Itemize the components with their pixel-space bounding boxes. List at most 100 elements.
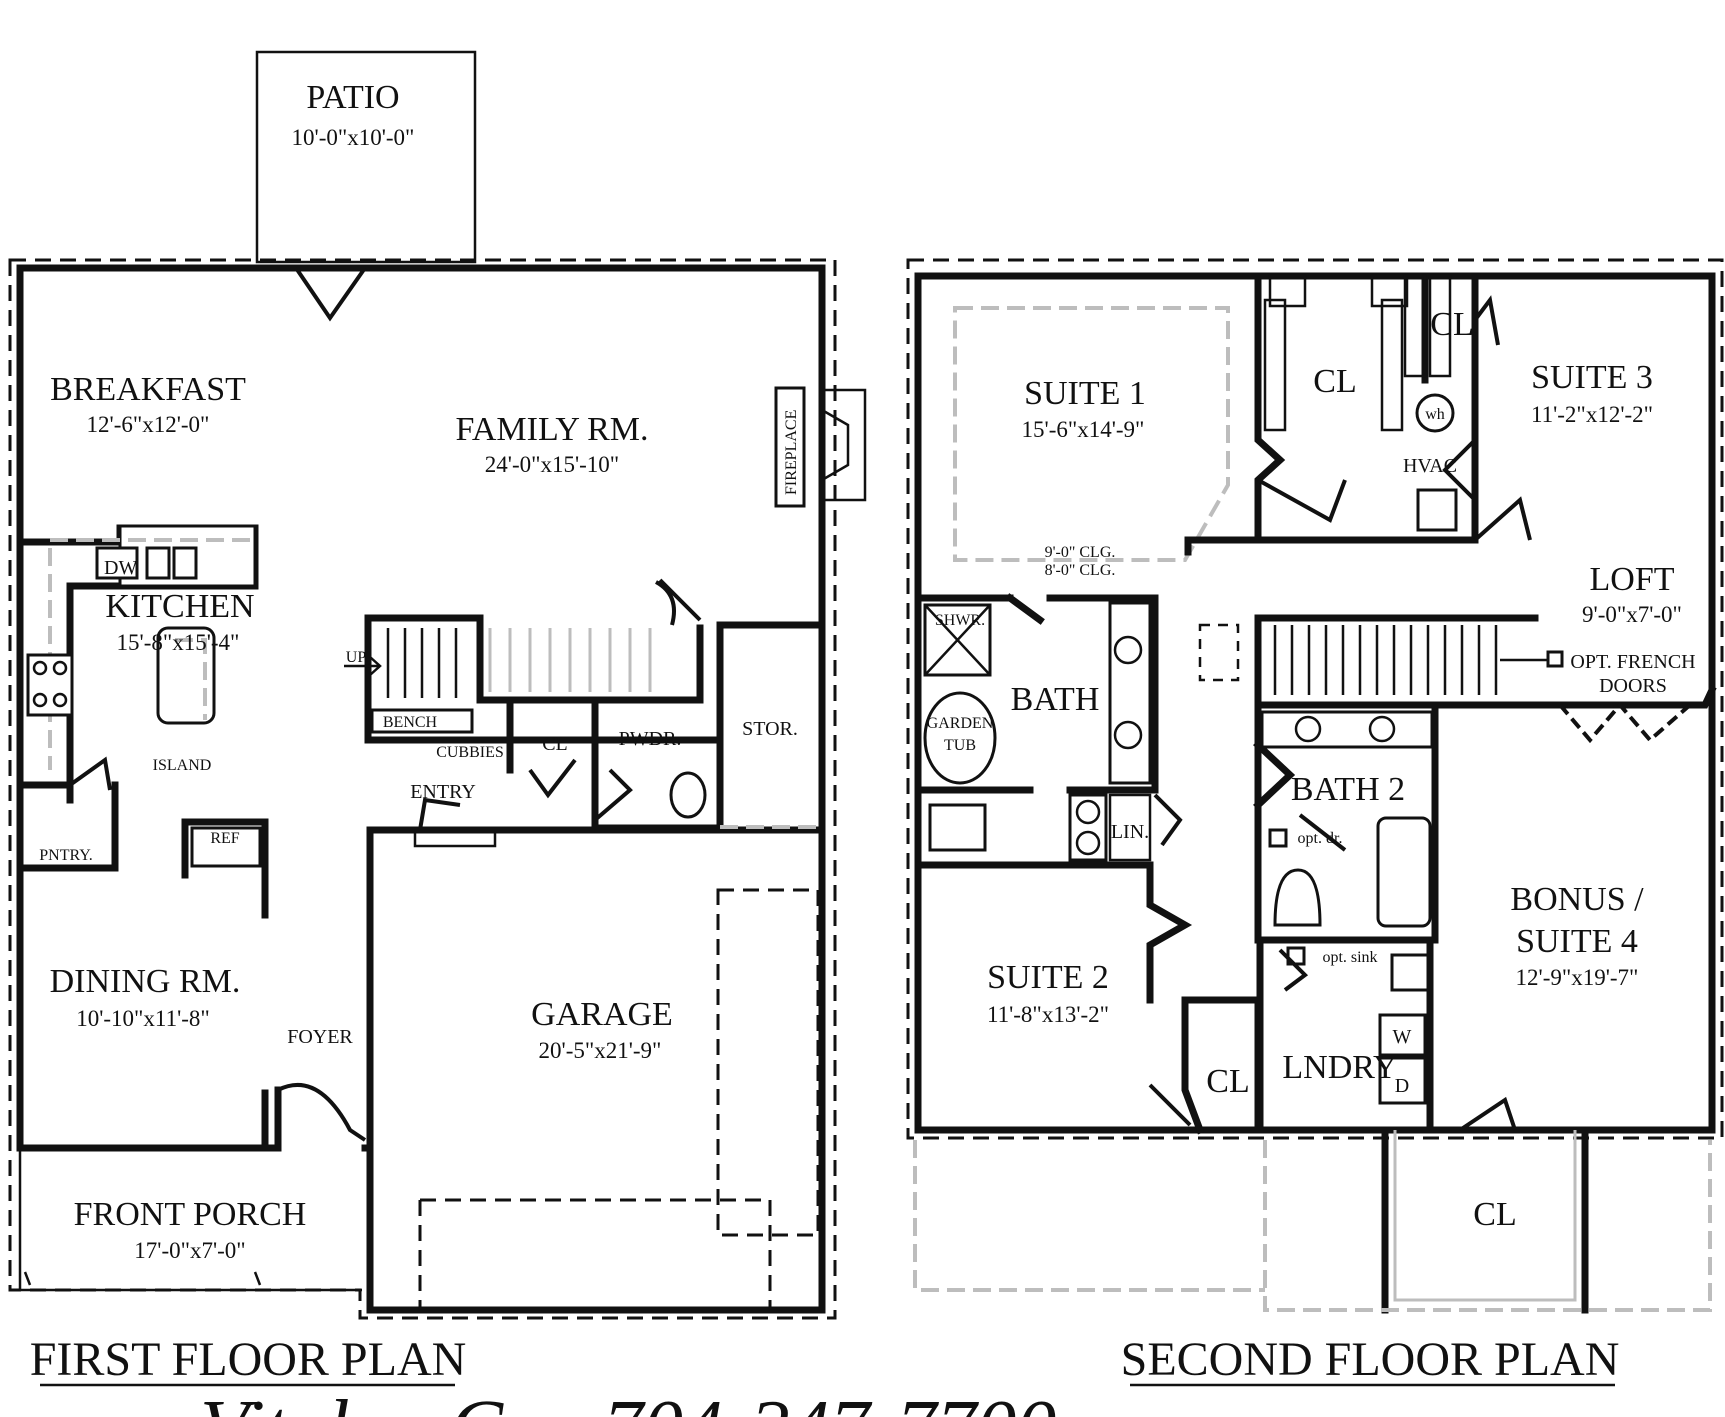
- breakfast-label: BREAKFAST: [50, 371, 246, 408]
- garden-tub-label-2: TUB: [944, 737, 976, 754]
- garage-entry-door: [418, 797, 461, 831]
- pwdr-toilet: [669, 771, 707, 819]
- suite3-cl-label: CL: [1430, 306, 1473, 343]
- pwdr-label: PWDR.: [619, 728, 682, 750]
- master-bath-walls: [914, 593, 1159, 794]
- french-doors: [1558, 701, 1692, 744]
- bath2-tub: [1376, 816, 1432, 928]
- bonus-label-1: BONUS /: [1510, 881, 1644, 918]
- dishwasher: [95, 546, 139, 580]
- cl-door: [528, 758, 577, 799]
- sink-bowl-left: [145, 546, 171, 580]
- bench: [370, 708, 474, 734]
- ceiling-note-2: 8'-0" CLG.: [1045, 562, 1116, 579]
- suite2-label: SUITE 2: [987, 959, 1109, 996]
- opt-sink: [1390, 953, 1430, 992]
- stair-treads: [386, 628, 458, 698]
- bath2-vanity: [1260, 710, 1434, 749]
- second-floor-porch-roof-outline: [913, 1140, 1712, 1312]
- stair-walls: [364, 614, 704, 744]
- loft-stair-treads: [1273, 625, 1498, 695]
- cubbies-label: CUBBIES: [436, 744, 504, 761]
- front-door: [277, 1083, 367, 1142]
- master-cl-label: CL: [1313, 363, 1356, 400]
- hvac-unit: [1416, 488, 1458, 532]
- opt-sink-label: opt. sink: [1322, 949, 1377, 966]
- patio-outline: [255, 50, 477, 264]
- garage-dim: 20'-5"x21'-9": [539, 1038, 662, 1063]
- suite1-ceiling-outline: [953, 306, 1230, 562]
- bath2-label: BATH 2: [1291, 771, 1405, 808]
- wh-label: wh: [1425, 406, 1445, 423]
- suite3-dim: 11'-2"x12'-2": [1531, 402, 1653, 427]
- garage-label: GARAGE: [531, 996, 673, 1033]
- vanity: [1108, 601, 1152, 785]
- suite2-dim: 11'-8"x13'-2": [987, 1002, 1109, 1027]
- suite2-walls: [914, 861, 1262, 1135]
- loft-dim: 9'-0"x7'-0": [1582, 602, 1682, 627]
- suite3-label: SUITE 3: [1531, 359, 1653, 396]
- island-label: ISLAND: [153, 757, 212, 774]
- ref-label: REF: [210, 830, 239, 847]
- footer-contact: ... Vital ... C ... 704-247-7700: [120, 1385, 1056, 1417]
- water-heater: [1415, 393, 1455, 433]
- stor-label: STOR.: [742, 718, 798, 740]
- patio-door: [294, 266, 367, 322]
- fireplace-hearth: [774, 386, 806, 508]
- garage-door: [418, 1198, 772, 1310]
- french-doors-label-2: DOORS: [1599, 675, 1667, 697]
- family-rm-label: FAMILY RM.: [455, 411, 648, 448]
- pwdr-door: [593, 768, 633, 822]
- closet-shelves: [1263, 274, 1452, 432]
- bonus-dim: 12'-9"x19'-7": [1516, 965, 1639, 990]
- dw-label: DW: [104, 557, 137, 579]
- sink-bowl-right: [172, 546, 198, 580]
- garden-tub-label-1: GARDEN: [927, 715, 994, 732]
- loft-label: LOFT: [1590, 561, 1675, 598]
- garden-tub: [923, 691, 997, 785]
- suite2-cl-label: CL: [1206, 1063, 1249, 1100]
- front-porch-label: FRONT PORCH: [74, 1196, 307, 1233]
- upper-stair-treads: [488, 628, 652, 692]
- stair-arrow: [344, 656, 382, 676]
- ceiling-note-1: 9'-0" CLG.: [1045, 544, 1116, 561]
- dining-rm-dim: 10'-10"x11'-8": [76, 1006, 210, 1031]
- bonus-closet-door: [1458, 1096, 1517, 1132]
- bonus-cl-label: CL: [1473, 1196, 1516, 1233]
- stair-closet-door: [654, 578, 702, 626]
- kitchen-dim: 15'-8"x15'-4": [117, 630, 240, 655]
- loft-stair-walls: [1254, 614, 1717, 709]
- french-doors-label-1: OPT. FRENCH: [1570, 651, 1695, 673]
- refrigerator-enclosure: [181, 818, 269, 919]
- dryer: [1378, 1056, 1427, 1105]
- bonus-label-2: SUITE 4: [1516, 923, 1638, 960]
- garage-storage-area: [716, 888, 820, 1237]
- washer: [1378, 1013, 1427, 1057]
- linen-label: LIN.: [1111, 821, 1149, 843]
- breakfast-dim: 12'-6"x12'-0": [87, 412, 210, 437]
- family-rm-dim: 24'-0"x15'-10": [485, 452, 619, 477]
- pantry-door: [68, 756, 112, 791]
- pantry-walls: [16, 781, 119, 872]
- patio-dim: 10'-0"x10'-0": [292, 125, 415, 150]
- up-label: UP: [346, 649, 367, 666]
- first-floor-dashed-outline: [8, 258, 837, 1320]
- foyer-label: FOYER: [287, 1026, 353, 1048]
- master-bath-label: BATH: [1011, 681, 1100, 718]
- second-floor-title: SECOND FLOOR PLAN: [1121, 1333, 1620, 1386]
- bath2-walls: [1253, 701, 1439, 944]
- front-porch-outline: [18, 1148, 362, 1292]
- patio-label: PATIO: [306, 79, 399, 116]
- pantry-label: PNTRY.: [39, 847, 93, 864]
- bonus-closet-walls: [1381, 1126, 1589, 1314]
- suite1-dim: 15'-6"x14'-9": [1022, 417, 1145, 442]
- shwr-label: SHWR.: [935, 612, 985, 629]
- hvac-label: HVAC: [1403, 455, 1457, 477]
- bench-label: BENCH: [383, 714, 438, 731]
- fireplace-label: FIREPLACE: [783, 410, 800, 495]
- second-floor-plan: SUITE 1 15'-6"x14'-9" 9'-0" CLG. 8'-0" C…: [906, 258, 1724, 1387]
- first-floor-plan: PATIO 10'-0"x10'-0" BREAKFAST 12'-6"x12'…: [8, 50, 867, 1387]
- refrigerator: [190, 826, 262, 868]
- first-floor-title: FIRST FLOOR PLAN: [30, 1333, 467, 1386]
